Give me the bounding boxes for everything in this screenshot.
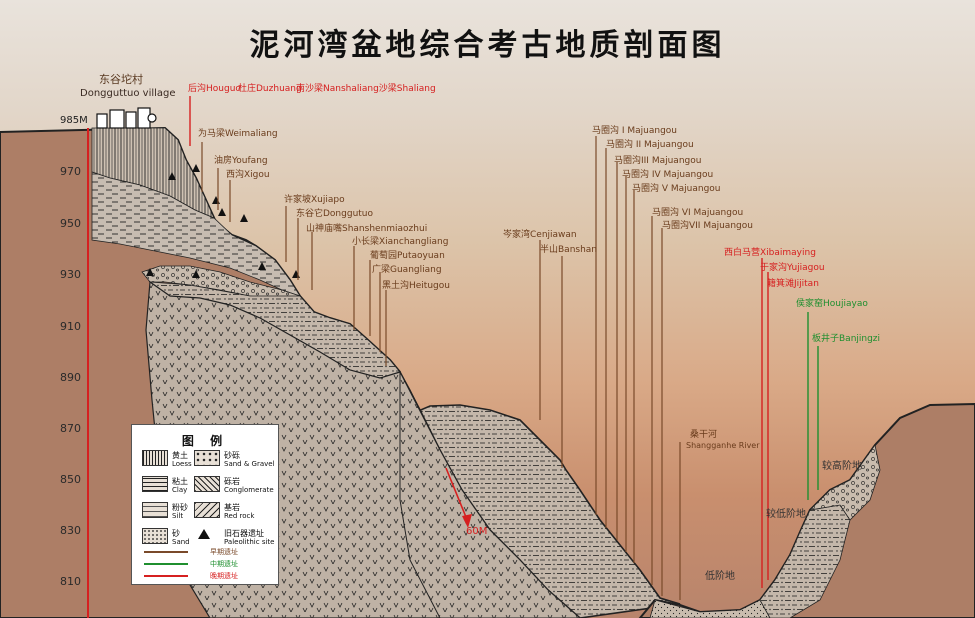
site-houguo: 后沟Houguo bbox=[188, 84, 241, 94]
silt-swatch bbox=[142, 502, 168, 518]
site-triangle-icon bbox=[198, 529, 210, 539]
y-tick-930: 930 bbox=[60, 268, 81, 281]
village-name-cn: 东谷坨村 bbox=[99, 73, 143, 86]
elevation-top: 985M bbox=[60, 115, 88, 126]
site-duzhuang: 杜庄Duzhuang bbox=[238, 84, 302, 94]
site-houjiayao: 侯家窑Houjiayao bbox=[796, 299, 868, 309]
site-youfang: 油房Youfang bbox=[214, 156, 268, 166]
y-tick-890: 890 bbox=[60, 371, 81, 384]
site-banjingzi: 板井子Banjingzi bbox=[812, 334, 881, 344]
landform-lower: 较低阶地 bbox=[766, 509, 806, 520]
y-tick-830: 830 bbox=[60, 524, 81, 537]
legend-middle: 中期遗址 bbox=[210, 560, 238, 568]
clay-layer bbox=[91, 171, 301, 297]
river-name: 桑干河 bbox=[690, 430, 718, 440]
site-xianchangliang: 小长梁Xianchangliang bbox=[352, 237, 449, 247]
loess-swatch bbox=[142, 450, 168, 466]
site-nanshaliang: 南沙梁Nanshaliang沙梁Shaliang bbox=[296, 84, 436, 94]
site-majuangou-3: 马圈沟III Majuangou bbox=[614, 156, 702, 166]
site-majuangou-1: 马圈沟 I Majuangou bbox=[592, 126, 678, 136]
landform-low: 低阶地 bbox=[705, 571, 735, 582]
site-heitugou: 黑土沟Heitugou bbox=[382, 281, 450, 291]
site-cenjiawan: 岑家湾Cenjiawan bbox=[503, 230, 577, 240]
legend-title: 图 例 bbox=[181, 434, 229, 448]
site-guangliang: 广梁Guangliang bbox=[372, 265, 442, 275]
higher-terrace bbox=[808, 444, 881, 521]
site-lines-red bbox=[189, 96, 769, 588]
site-xujiapo: 许家坡Xujiapo bbox=[284, 195, 345, 205]
site-majuangou-4: 马圈沟 IV Majuangou bbox=[622, 170, 714, 180]
site-lines-brown bbox=[201, 136, 681, 600]
bedrock-swatch bbox=[194, 502, 220, 518]
y-tick-870: 870 bbox=[60, 422, 81, 435]
clay-swatch bbox=[142, 476, 168, 492]
site-xigou: 西沟Xigou bbox=[226, 170, 270, 180]
legend-early: 早期遗址 bbox=[210, 548, 238, 556]
site-shanshenmiaozhui: 山神庙嘴Shanshenmiaozhui bbox=[306, 224, 428, 234]
y-tick-910: 910 bbox=[60, 320, 81, 333]
site-putaoyuan: 葡萄园Putaoyuan bbox=[370, 251, 445, 261]
depth-arrow bbox=[445, 467, 472, 528]
site-majuangou-5: 马圈沟 V Majuangou bbox=[632, 184, 721, 194]
y-tick-970: 970 bbox=[60, 165, 81, 178]
sand-swatch bbox=[142, 528, 168, 544]
y-tick-850: 850 bbox=[60, 473, 81, 486]
legend-line-late bbox=[144, 575, 188, 577]
central-bedrock bbox=[399, 371, 581, 618]
site-majuangou-6: 马圈沟 VI Majuangou bbox=[652, 208, 744, 218]
conglomerate-swatch bbox=[194, 476, 220, 492]
village-name-en: Dongguttuo village bbox=[80, 88, 176, 99]
landform-higher: 较高阶地 bbox=[822, 461, 862, 472]
site-jijitan: 籍箕滩Jijitan bbox=[767, 279, 819, 289]
page-title: 泥河湾盆地综合考古地质剖面图 bbox=[249, 28, 726, 63]
site-banshan: 半山Banshan bbox=[540, 245, 598, 255]
site-weimaliang: 为马梁Weimaliang bbox=[198, 129, 278, 139]
village-houses bbox=[96, 107, 157, 129]
site-lines-green bbox=[807, 312, 819, 500]
site-majuangou-2: 马圈沟 II Majuangou bbox=[606, 140, 694, 150]
legend-late: 晚期遗址 bbox=[210, 572, 238, 580]
river-name-en: Shangganhe River bbox=[686, 441, 760, 450]
y-tick-950: 950 bbox=[60, 217, 81, 230]
y-tick-810: 810 bbox=[60, 575, 81, 588]
legend-line-early bbox=[144, 551, 188, 553]
site-yujiagou: 于家沟Yujiagou bbox=[760, 263, 825, 273]
site-xibaimaying: 西白马营Xibaimaying bbox=[724, 248, 816, 258]
site-majuangou-7: 马圈沟VII Majuangou bbox=[662, 221, 753, 231]
legend-line-middle bbox=[144, 563, 188, 565]
depth-label: 60M bbox=[466, 526, 488, 537]
paleolithic-markers bbox=[146, 164, 300, 278]
gravel-swatch bbox=[194, 450, 220, 466]
site-donggutuo: 东谷它Donggutuo bbox=[296, 209, 374, 219]
